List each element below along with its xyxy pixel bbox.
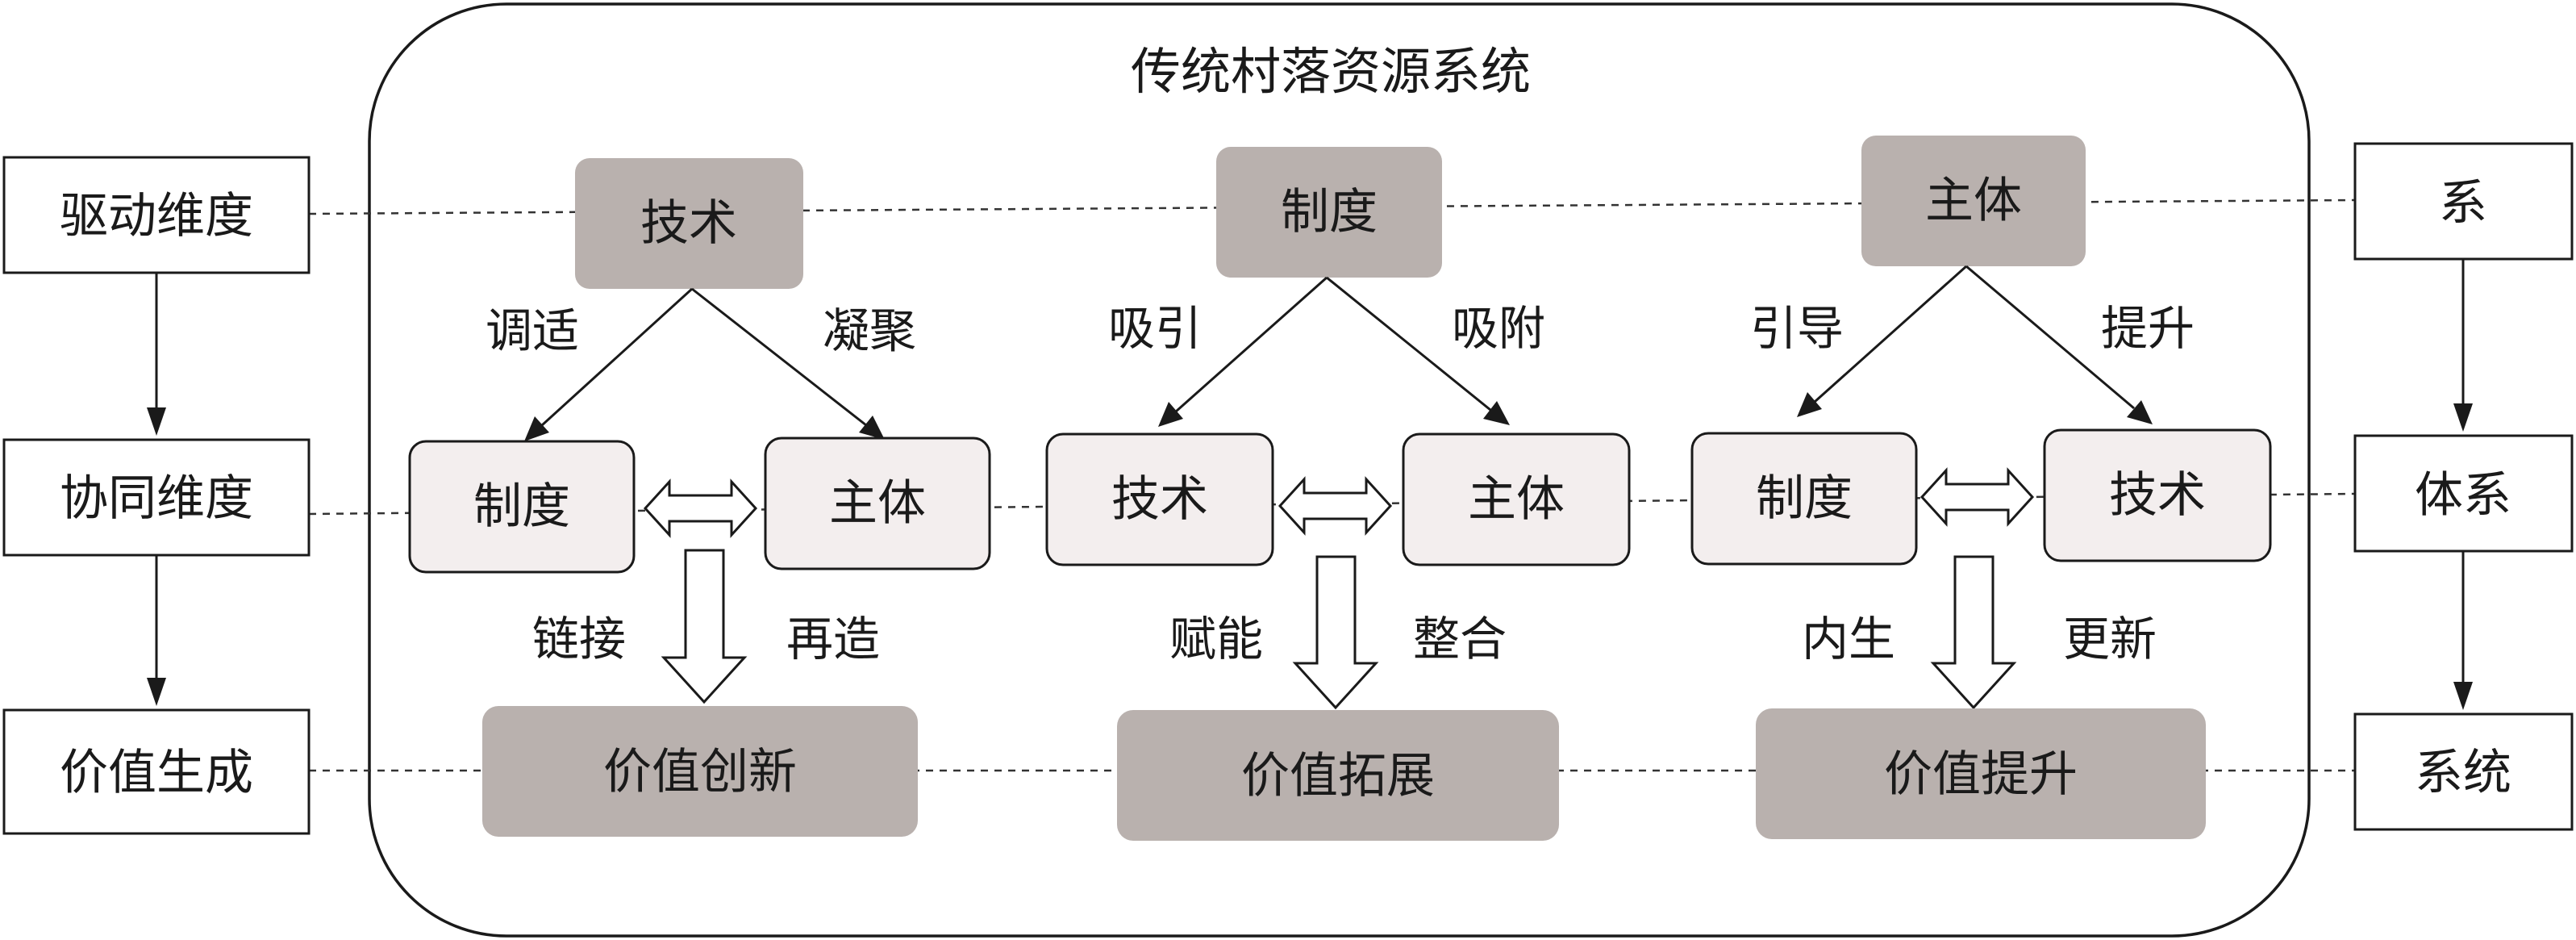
branch-left-3 bbox=[1814, 265, 1967, 403]
double-arrow-2 bbox=[1278, 476, 1393, 536]
driver-label-3: 主体 bbox=[1925, 173, 2022, 229]
synergy-dimension-label: 协同维度 bbox=[60, 470, 253, 527]
down-right-3: 更新 bbox=[2063, 612, 2157, 666]
outcome-box-3 bbox=[1756, 708, 2206, 839]
right-label-bottom: 系统 bbox=[2415, 745, 2511, 801]
value-generation-box bbox=[2, 708, 311, 835]
driver-label-1: 技术 bbox=[640, 195, 737, 252]
driver-box-2 bbox=[1216, 147, 1442, 278]
verb-left-3: 引导 bbox=[1750, 301, 1844, 356]
driver-label-2: 制度 bbox=[1281, 184, 1378, 240]
pair-box-right-2 bbox=[1402, 432, 1631, 566]
branch-left-2-head bbox=[1158, 402, 1183, 427]
outcome-label-2: 价值拓展 bbox=[1241, 748, 1435, 804]
verb-right-2: 吸附 bbox=[1452, 301, 1545, 356]
pair-box-right-1 bbox=[764, 437, 991, 570]
down-arrow-3 bbox=[1930, 555, 2017, 710]
drive-dimension-box bbox=[2, 156, 311, 274]
outcome-box-1 bbox=[482, 706, 918, 837]
branch-left-2 bbox=[1175, 276, 1328, 413]
system-frame bbox=[368, 2, 2311, 938]
right-arrow-1-head bbox=[2453, 403, 2473, 432]
drive-dimension-label: 驱动维度 bbox=[60, 188, 253, 244]
right-box-middle bbox=[2353, 434, 2574, 553]
group-3: 主体 引导 提升 制度 技术 内生 更新 价值提升 bbox=[1690, 136, 2272, 839]
pair-label-right-1: 主体 bbox=[829, 475, 926, 532]
left-arrow-2-head bbox=[147, 678, 166, 706]
pair-label-left-3: 制度 bbox=[1756, 470, 1853, 527]
down-left-1: 链接 bbox=[532, 612, 626, 666]
driver-box-1 bbox=[575, 158, 803, 289]
right-box-bottom bbox=[2353, 712, 2574, 831]
down-right-1: 再造 bbox=[786, 612, 880, 666]
down-right-2: 整合 bbox=[1413, 612, 1507, 666]
outcome-label-3: 价值提升 bbox=[1884, 746, 2078, 803]
branch-right-1-head bbox=[859, 416, 885, 440]
down-left-2: 赋能 bbox=[1169, 612, 1263, 666]
branch-left-3-head bbox=[1797, 392, 1822, 417]
right-arrow-2-head bbox=[2453, 682, 2473, 710]
down-arrow-2 bbox=[1292, 555, 1379, 710]
driver-box-3 bbox=[1861, 136, 2086, 266]
pair-label-right-3: 技术 bbox=[2109, 467, 2206, 524]
pair-label-left-2: 技术 bbox=[1111, 471, 1208, 528]
verb-left-2: 吸引 bbox=[1108, 301, 1202, 356]
pair-label-left-1: 制度 bbox=[473, 478, 570, 535]
pair-box-left-3 bbox=[1690, 432, 1918, 566]
branch-right-3 bbox=[1965, 265, 2135, 410]
down-arrow-1 bbox=[661, 549, 748, 704]
group-1: 技术 调适 凝聚 制度 主体 链接 再造 价值创新 bbox=[408, 158, 991, 837]
left-dimension-column: 驱动维度 协同维度 价值生成 bbox=[2, 156, 311, 835]
verb-right-3: 提升 bbox=[2101, 301, 2195, 356]
group-2: 制度 吸引 吸附 技术 主体 赋能 整合 价值拓展 bbox=[1045, 147, 1631, 841]
left-arrow-1-head bbox=[147, 407, 166, 436]
double-arrow-1 bbox=[643, 478, 758, 538]
pair-box-left-1 bbox=[408, 440, 636, 574]
pair-label-right-2: 主体 bbox=[1468, 471, 1565, 528]
verb-right-1: 凝聚 bbox=[823, 303, 916, 358]
pair-box-left-2 bbox=[1045, 432, 1274, 566]
synergy-dimension-box bbox=[2, 438, 311, 557]
right-label-top: 系 bbox=[2439, 175, 2487, 232]
right-label-middle: 体系 bbox=[2415, 467, 2511, 524]
down-left-3: 内生 bbox=[1802, 612, 1895, 666]
right-column: 系 体系 系统 bbox=[2353, 142, 2574, 831]
value-generation-label: 价值生成 bbox=[60, 745, 253, 801]
pair-box-right-3 bbox=[2043, 428, 2272, 562]
outcome-label-1: 价值创新 bbox=[603, 744, 797, 800]
branch-right-1 bbox=[691, 287, 867, 427]
outcome-box-2 bbox=[1117, 710, 1559, 841]
branch-left-1 bbox=[540, 287, 694, 427]
branch-right-2 bbox=[1326, 276, 1491, 412]
diagram-title: 传统村落资源系统 bbox=[1131, 42, 1531, 101]
verb-left-1: 调适 bbox=[486, 303, 579, 358]
branch-right-2-head bbox=[1483, 401, 1510, 425]
branch-right-3-head bbox=[2127, 400, 2153, 424]
double-arrow-3 bbox=[1919, 467, 2035, 527]
branch-left-1-head bbox=[524, 416, 549, 441]
